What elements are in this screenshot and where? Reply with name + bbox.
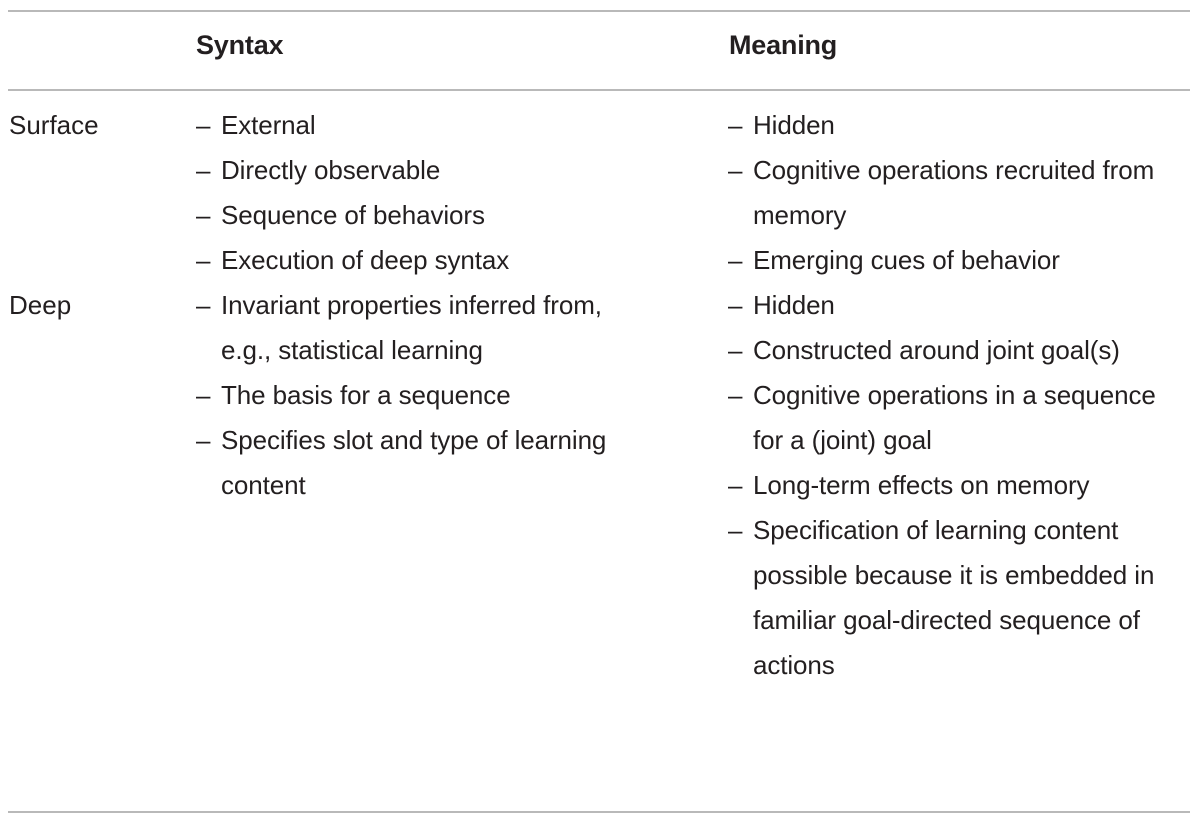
bullet-dash-marker: – bbox=[196, 200, 211, 230]
row-label-deep: Deep bbox=[9, 290, 72, 320]
bullet-text: Hidden bbox=[753, 110, 835, 140]
bullet-text: External bbox=[221, 110, 316, 140]
bullet-item: –Hidden bbox=[728, 283, 1192, 328]
column-header-syntax: Syntax bbox=[196, 30, 284, 60]
cell-deep-syntax: –Invariant properties inferred from, e.g… bbox=[196, 283, 646, 508]
table-top-rule bbox=[8, 10, 1190, 12]
bullet-dash-marker: – bbox=[728, 290, 743, 320]
bullet-text: Long-term effects on memory bbox=[753, 470, 1090, 500]
bullet-item: –Hidden bbox=[728, 103, 1192, 148]
bullet-item: –Directly observable bbox=[196, 148, 646, 193]
bullet-item: –Cognitive operations recruited from mem… bbox=[728, 148, 1192, 238]
bullet-item: –Specification of learning content possi… bbox=[728, 508, 1192, 688]
bullet-text: Cognitive operations recruited from memo… bbox=[753, 155, 1155, 230]
bullet-dash-marker: – bbox=[728, 515, 743, 545]
bullet-text: The basis for a sequence bbox=[221, 380, 511, 410]
bullet-list-surface-syntax: –External–Directly observable–Sequence o… bbox=[196, 103, 646, 283]
bullet-list-deep-syntax: –Invariant properties inferred from, e.g… bbox=[196, 283, 646, 508]
bullet-item: –Invariant properties inferred from, e.g… bbox=[196, 283, 646, 373]
bullet-text: Specification of learning content possib… bbox=[753, 515, 1155, 680]
bullet-text: Directly observable bbox=[221, 155, 441, 185]
table-bottom-rule bbox=[8, 811, 1190, 813]
bullet-dash-marker: – bbox=[728, 470, 743, 500]
table-header-rule bbox=[8, 89, 1190, 91]
bullet-text: Execution of deep syntax bbox=[221, 245, 510, 275]
bullet-item: –External bbox=[196, 103, 646, 148]
bullet-item: –Execution of deep syntax bbox=[196, 238, 646, 283]
table-body: Surface –External–Directly observable–Se… bbox=[0, 103, 1200, 688]
column-header-meaning: Meaning bbox=[729, 30, 838, 60]
bullet-item: –Specifies slot and type of learning con… bbox=[196, 418, 646, 508]
bullet-text: Invariant properties inferred from, e.g.… bbox=[221, 290, 602, 365]
bullet-text: Specifies slot and type of learning cont… bbox=[221, 425, 607, 500]
bullet-dash-marker: – bbox=[196, 290, 211, 320]
table-header-row: Syntax Meaning bbox=[0, 28, 1200, 74]
bullet-text: Hidden bbox=[753, 290, 835, 320]
cell-surface-meaning: –Hidden–Cognitive operations recruited f… bbox=[728, 103, 1192, 283]
bullet-dash-marker: – bbox=[728, 245, 743, 275]
bullet-item: –Cognitive operations in a sequence for … bbox=[728, 373, 1192, 463]
bullet-item: –The basis for a sequence bbox=[196, 373, 646, 418]
bullet-dash-marker: – bbox=[196, 380, 211, 410]
bullet-dash-marker: – bbox=[728, 110, 743, 140]
bullet-dash-marker: – bbox=[196, 425, 211, 455]
bullet-dash-marker: – bbox=[196, 110, 211, 140]
bullet-item: –Sequence of behaviors bbox=[196, 193, 646, 238]
bullet-text: Constructed around joint goal(s) bbox=[753, 335, 1120, 365]
bullet-dash-marker: – bbox=[728, 380, 743, 410]
bullet-text: Cognitive operations in a sequence for a… bbox=[753, 380, 1156, 455]
bullet-item: –Constructed around joint goal(s) bbox=[728, 328, 1192, 373]
cell-surface-syntax: –External–Directly observable–Sequence o… bbox=[196, 103, 646, 283]
bullet-text: Emerging cues of behavior bbox=[753, 245, 1060, 275]
bullet-text: Sequence of behaviors bbox=[221, 200, 485, 230]
bullet-list-surface-meaning: –Hidden–Cognitive operations recruited f… bbox=[728, 103, 1192, 283]
bullet-item: –Long-term effects on memory bbox=[728, 463, 1192, 508]
bullet-list-deep-meaning: –Hidden–Constructed around joint goal(s)… bbox=[728, 283, 1192, 688]
bullet-dash-marker: – bbox=[196, 245, 211, 275]
bullet-dash-marker: – bbox=[196, 155, 211, 185]
bullet-item: –Emerging cues of behavior bbox=[728, 238, 1192, 283]
row-label-surface: Surface bbox=[9, 110, 99, 140]
bullet-dash-marker: – bbox=[728, 155, 743, 185]
bullet-dash-marker: – bbox=[728, 335, 743, 365]
cell-deep-meaning: –Hidden–Constructed around joint goal(s)… bbox=[728, 283, 1192, 688]
